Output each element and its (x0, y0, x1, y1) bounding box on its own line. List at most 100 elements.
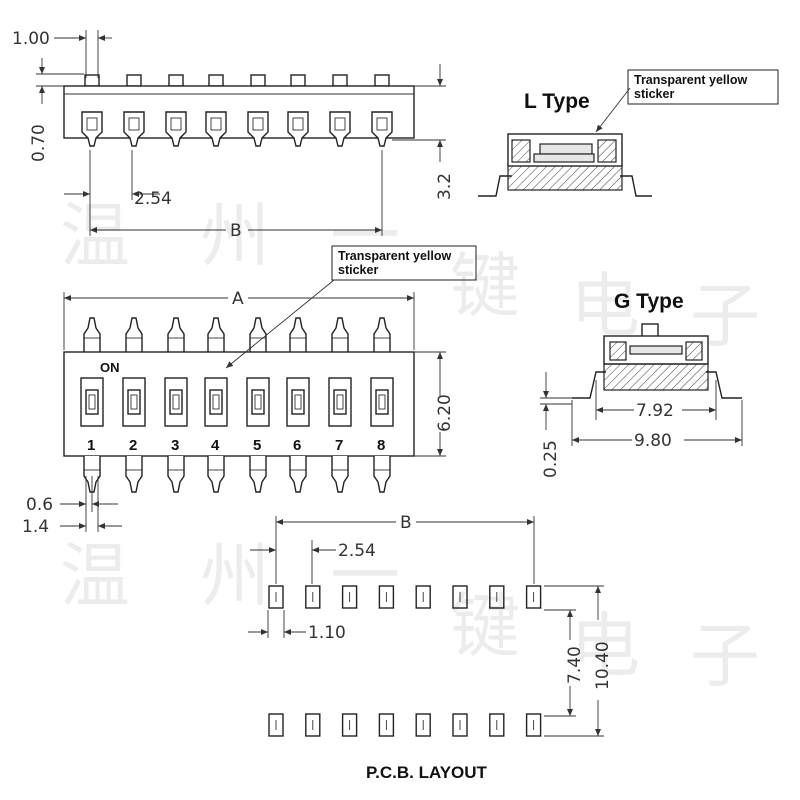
side-cap (168, 74, 184, 87)
switch-number-label: 4 (211, 437, 220, 454)
g-type-leads (572, 371, 742, 399)
watermark-char-8: 州 (200, 535, 270, 617)
top-view-pins-bottom (83, 456, 391, 493)
side-pin (205, 111, 227, 147)
pcb-pads-top-row (268, 585, 542, 609)
switch-number-label: 8 (377, 437, 385, 454)
switch-number-label: 3 (171, 437, 179, 454)
sticker-callout-line2: sticker (338, 263, 378, 277)
side-pin-slot (292, 117, 304, 131)
top-pin-upper (125, 317, 143, 352)
watermark-char-1: 温 (60, 195, 130, 277)
side-pin-slot (86, 117, 98, 131)
pcb-pads-bottom-row (268, 713, 542, 737)
watermark-char-5: 电 (570, 265, 640, 347)
dim-pcb-span: B (400, 513, 412, 533)
top-view: A ON Transparent yellow sticker 6.20 0.6… (22, 245, 477, 537)
side-pin (247, 111, 269, 147)
switch-knob (127, 389, 141, 415)
side-pin (371, 111, 393, 147)
dim-top-pin-pitch: 2.54 (134, 189, 172, 209)
top-view-pins-top (83, 317, 391, 352)
side-view-body (63, 85, 415, 139)
watermark-char-9: 一 (330, 535, 400, 617)
side-pin-slot (376, 117, 388, 131)
top-pin-lower (125, 456, 143, 493)
top-pin-lower (289, 456, 307, 493)
top-pin-upper (373, 317, 391, 352)
top-pin-lower (249, 456, 267, 493)
watermark-char-11: 电 (570, 605, 640, 687)
switch-knob-inner (294, 394, 302, 410)
side-pin-slot (170, 117, 182, 131)
switch-knob (291, 389, 305, 415)
top-pin-upper (289, 317, 307, 352)
dim-g-standoff: 0.25 (541, 440, 561, 478)
g-type-title: G Type (614, 290, 684, 313)
watermark-char-2: 州 (200, 195, 270, 277)
side-pin (165, 111, 187, 147)
side-cap (290, 74, 306, 87)
watermark-char-4: 键 (450, 245, 520, 327)
l-type-callout-line2: sticker (634, 87, 674, 101)
switch-number-label: 6 (293, 437, 301, 454)
side-view: 1.00 0.70 3.2 2.54 B (12, 29, 455, 241)
dim-g-outer-width: 9.80 (634, 431, 672, 451)
top-pin-lower (373, 456, 391, 493)
switch-number-label: 5 (253, 437, 261, 454)
l-type-callout-box (627, 69, 779, 105)
watermark: 温 州 一 键 电 子 温 州 一 键 电 子 (60, 195, 760, 697)
dim-top-pitch-width: 1.00 (12, 29, 50, 49)
dim-pcb-outer-spacing: 10.40 (593, 641, 613, 690)
side-pin-slot (128, 117, 140, 131)
l-type-callout-line1: Transparent yellow (634, 73, 748, 87)
switch-actuators (80, 377, 394, 427)
watermark-char-12: 子 (690, 615, 760, 697)
dim-pcb-pad-width: 1.10 (308, 623, 346, 643)
switch-knob-inner (212, 394, 220, 410)
dim-pcb-pitch: 2.54 (338, 541, 376, 561)
dim-pcb-inner-spacing: 7.40 (565, 646, 585, 684)
side-view-caps (84, 74, 390, 87)
dim-top-height: 0.70 (29, 124, 49, 162)
watermark-char-10: 键 (450, 585, 520, 667)
switch-knob-inner (130, 394, 138, 410)
dim-g-inner-width: 7.92 (636, 401, 674, 421)
watermark-char-7: 温 (60, 535, 130, 617)
dim-body-width: 6.20 (435, 394, 455, 432)
side-pin-slot (252, 117, 264, 131)
pcb-layout-title: P.C.B. LAYOUT (366, 763, 488, 782)
switch-knob-inner (172, 394, 180, 410)
switch-number-label: 2 (129, 437, 137, 454)
top-pin-upper (331, 317, 349, 352)
side-cap (84, 74, 100, 87)
switch-number-label: 1 (87, 437, 95, 454)
side-pin (287, 111, 309, 147)
switch-knob (375, 389, 389, 415)
dim-overall-height: 3.2 (435, 173, 455, 200)
top-pin-upper (83, 317, 101, 352)
dim-pin-width: 0.6 (26, 495, 53, 515)
switch-knob (251, 389, 265, 415)
sticker-callout-box (331, 245, 477, 281)
switch-knob-inner (378, 394, 386, 410)
switch-knob-inner (336, 394, 344, 410)
pcb-layout: B 2.54 1.10 7.40 10.40 P.C.B. LAYOUT (248, 513, 613, 782)
dim-body-length: A (232, 289, 244, 309)
top-pin-lower (167, 456, 185, 493)
switch-knob (85, 389, 99, 415)
l-type-section: L Type Transparent yellow sticker (478, 69, 779, 197)
side-cap (126, 74, 142, 87)
side-cap (208, 74, 224, 87)
side-pin-slot (210, 117, 222, 131)
side-view-pins (81, 111, 393, 147)
dim-top-span: B (230, 221, 242, 241)
sticker-callout-line1: Transparent yellow (338, 249, 452, 263)
on-marking: ON (100, 360, 120, 375)
side-cap (250, 74, 266, 87)
switch-knob-inner (88, 394, 96, 410)
switch-knob (209, 389, 223, 415)
l-type-title: L Type (524, 90, 590, 113)
